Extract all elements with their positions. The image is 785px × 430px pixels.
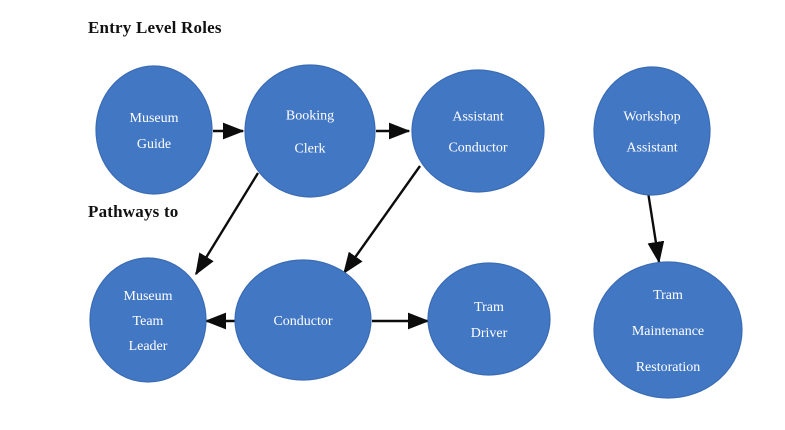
node-label-conductor: Conductor bbox=[273, 314, 332, 329]
node-label-assistant-conductor: Conductor bbox=[448, 141, 507, 156]
node-label-tram-driver: Tram bbox=[474, 300, 504, 315]
node-shape-tram-driver[interactable] bbox=[427, 262, 551, 376]
node-label-museum-team-leader: Museum bbox=[124, 289, 173, 304]
node-label-museum-guide: Museum bbox=[130, 111, 179, 126]
edge-assistant-conductor-to-conductor bbox=[343, 165, 421, 275]
node-shape-workshop-assistant[interactable] bbox=[593, 66, 711, 196]
node-label-assistant-conductor: Assistant bbox=[452, 110, 503, 125]
heading-pathways-to: Pathways to bbox=[88, 202, 179, 221]
node-conductor[interactable]: Conductor bbox=[234, 259, 372, 381]
node-label-museum-team-leader: Leader bbox=[129, 339, 168, 354]
node-label-tram-maintenance-restoration: Restoration bbox=[636, 360, 701, 375]
node-label-workshop-assistant: Workshop bbox=[623, 110, 680, 125]
node-label-museum-guide: Guide bbox=[137, 137, 171, 152]
edges-layer bbox=[194, 122, 665, 330]
node-label-workshop-assistant: Assistant bbox=[626, 141, 677, 156]
node-shape-assistant-conductor[interactable] bbox=[411, 69, 545, 193]
heading-entry-level-roles: Entry Level Roles bbox=[88, 18, 222, 37]
node-label-museum-team-leader: Team bbox=[133, 314, 164, 329]
node-label-tram-maintenance-restoration: Tram bbox=[653, 288, 683, 303]
edge-booking-clerk-to-museum-team-leader bbox=[194, 172, 260, 276]
nodes-layer: MuseumGuideBookingClerkAssistantConducto… bbox=[89, 64, 743, 399]
node-shape-booking-clerk[interactable] bbox=[244, 64, 376, 198]
node-shape-museum-team-leader[interactable] bbox=[89, 257, 207, 383]
node-shape-tram-maintenance-restoration[interactable] bbox=[593, 261, 743, 399]
node-label-booking-clerk: Booking bbox=[286, 109, 334, 124]
edge-workshop-assistant-to-tram-maintenance bbox=[646, 191, 665, 264]
node-shape-conductor[interactable] bbox=[234, 259, 372, 381]
node-shape-museum-guide[interactable] bbox=[95, 65, 213, 195]
node-label-tram-driver: Driver bbox=[471, 326, 508, 341]
node-label-tram-maintenance-restoration: Maintenance bbox=[632, 324, 704, 339]
node-label-booking-clerk: Clerk bbox=[294, 142, 325, 157]
